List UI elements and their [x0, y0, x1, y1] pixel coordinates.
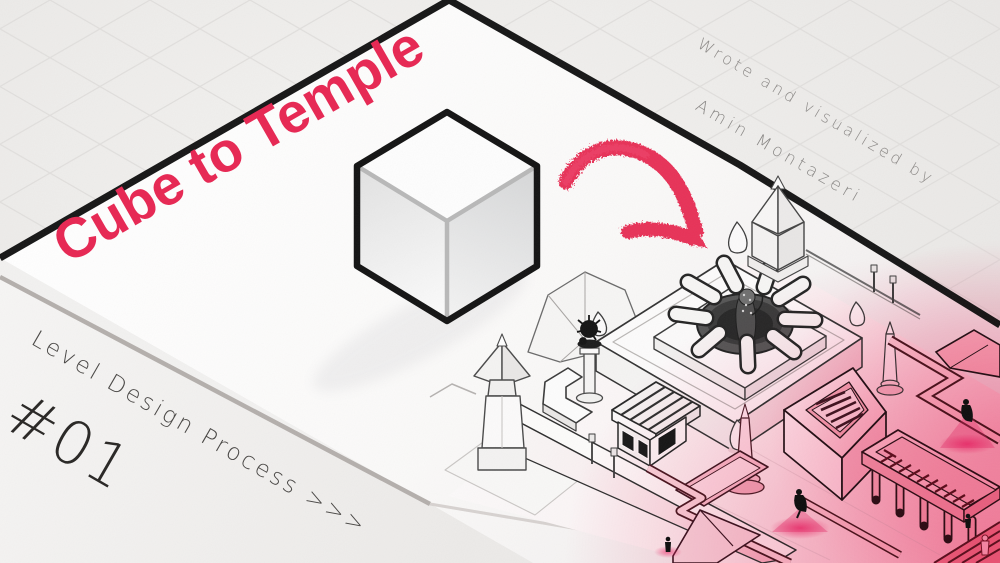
- poster-illustration: [0, 0, 1000, 563]
- paper-grain: [0, 0, 1000, 563]
- poster: Cube to Temple Wrote and visualized by A…: [0, 0, 1000, 563]
